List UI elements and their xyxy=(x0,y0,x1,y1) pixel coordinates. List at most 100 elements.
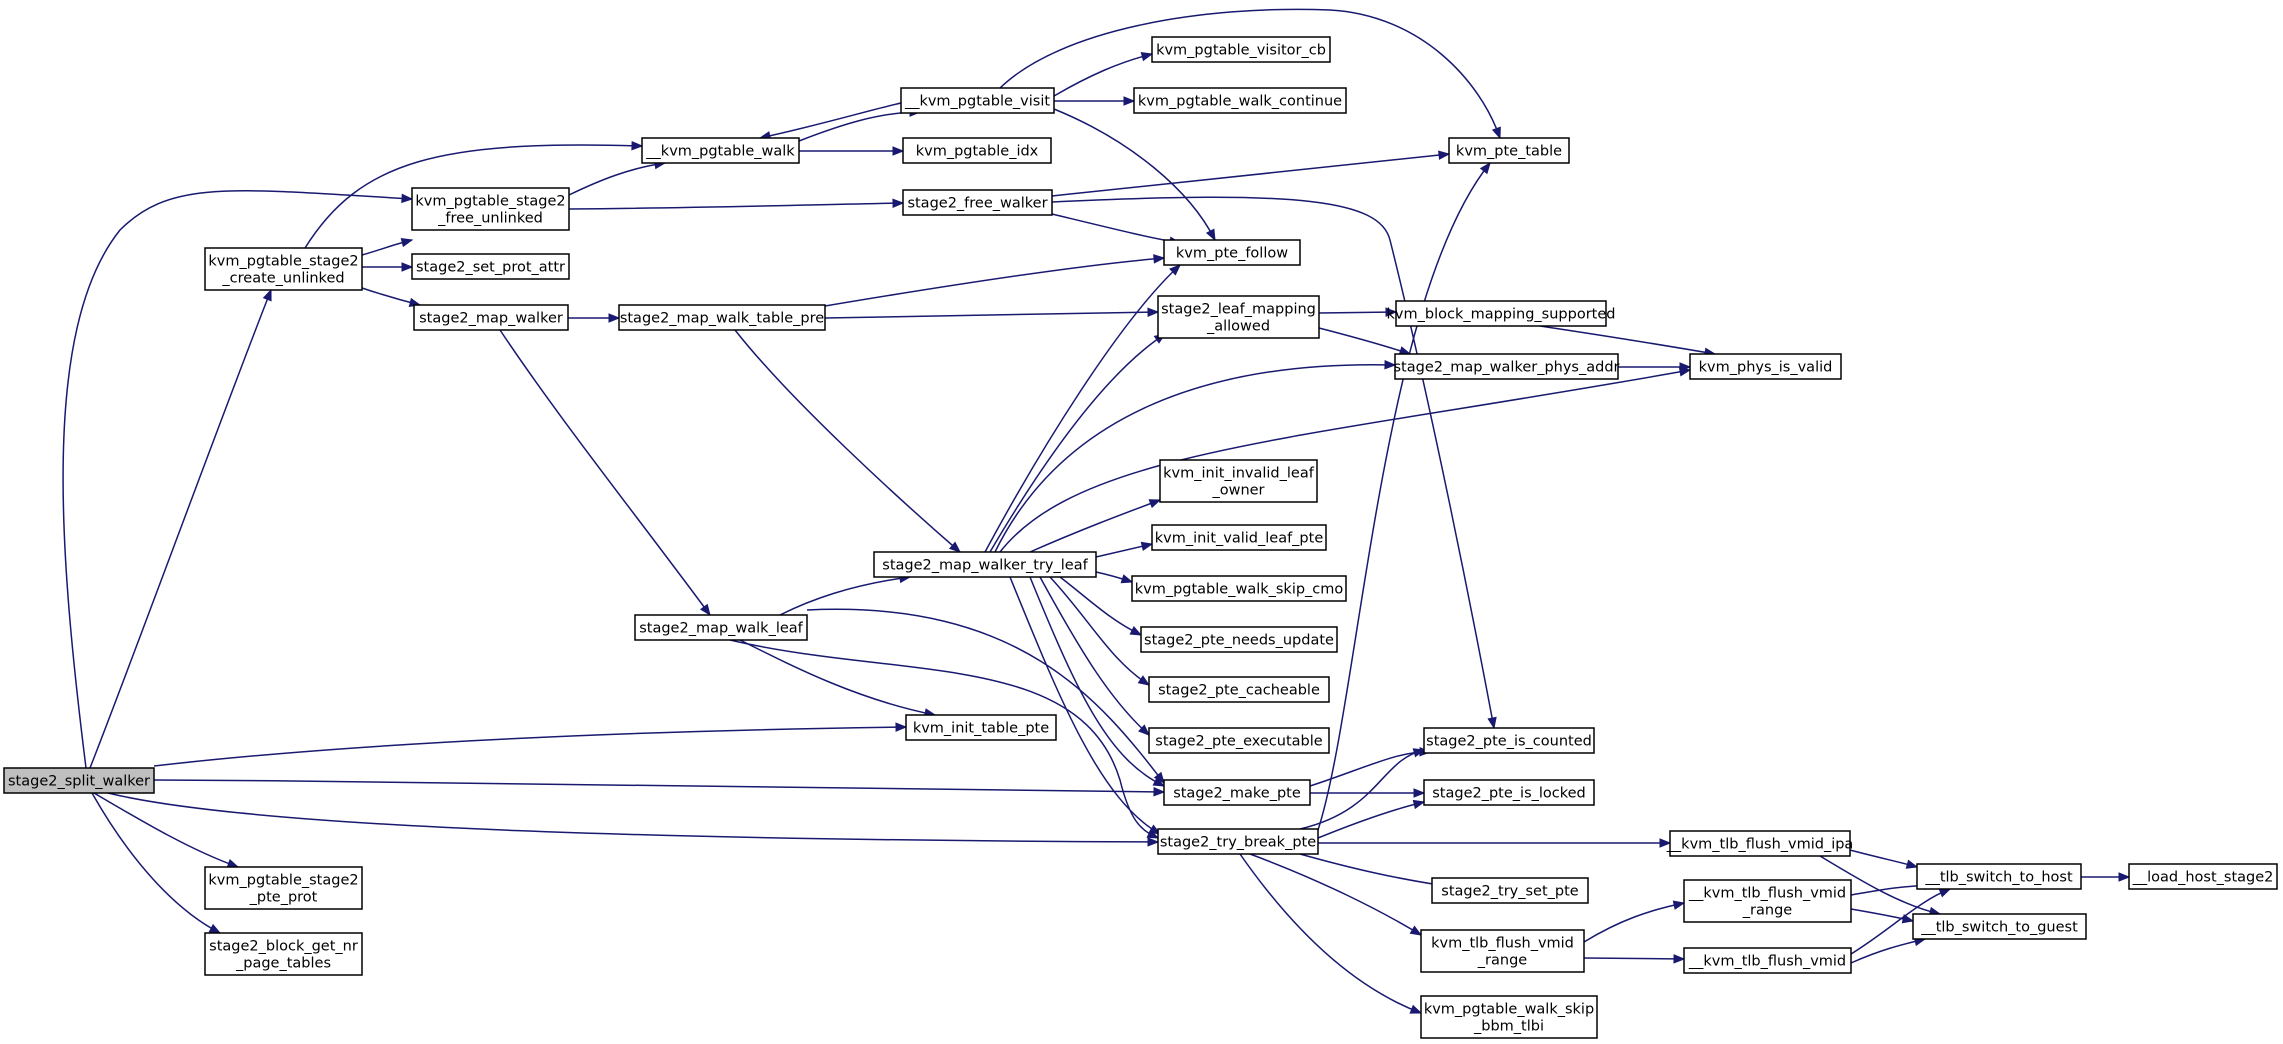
node-free-walker[interactable]: stage2_free_walker xyxy=(902,189,1053,216)
node-visitor-cb[interactable]: kvm_pgtable_visitor_cb xyxy=(1151,36,1331,63)
arrowhead xyxy=(1152,777,1166,787)
edge-try_leaf-to-invalid_leaf xyxy=(1029,499,1162,553)
node-map-walker[interactable]: stage2_map_walker xyxy=(413,304,569,331)
edge-line xyxy=(1318,327,1411,355)
node-free-unlinked[interactable]: kvm_pgtable_stage2_free_unlinked xyxy=(411,187,570,231)
edge-line xyxy=(93,792,239,868)
node-valid-leaf[interactable]: kvm_init_valid_leaf_pte xyxy=(1151,524,1327,551)
node-switch-host[interactable]: __tlb_switch_to_host xyxy=(1916,863,2082,890)
edge-line xyxy=(1051,213,1181,244)
node-label: stage2_make_pte xyxy=(1173,786,1301,802)
node-create[interactable]: kvm_pgtable_stage2_create_unlinked xyxy=(204,247,363,291)
node-make-pte[interactable]: stage2_make_pte xyxy=(1163,779,1311,806)
node-label: stage2_leaf_mapping xyxy=(1161,302,1316,318)
node-flush-vmid[interactable]: __kvm_tlb_flush_vmid xyxy=(1683,947,1852,974)
node-leaf-allowed[interactable]: stage2_leaf_mapping_allowed xyxy=(1157,295,1320,339)
edge-try_break-to-skip_bbm xyxy=(1239,853,1423,1014)
edge-line xyxy=(1299,749,1425,830)
node-invalid-leaf[interactable]: kvm_init_invalid_leaf_owner xyxy=(1159,459,1318,503)
edge-free_unlinked-to-walk xyxy=(568,159,667,196)
node-set-prot[interactable]: stage2_set_prot_attr xyxy=(411,253,570,280)
edge-line xyxy=(91,792,221,934)
edge-try_break-to-flush_range xyxy=(1249,853,1423,936)
edge-walk_table_pre-to-pte_follow xyxy=(824,254,1166,307)
edge-line xyxy=(759,102,902,139)
arrowhead xyxy=(1123,96,1136,106)
edge-try_leaf-to-needs_update xyxy=(1059,576,1143,636)
node-flush-range-int[interactable]: __kvm_tlb_flush_vmid_range xyxy=(1683,879,1852,923)
arrowhead xyxy=(948,541,962,553)
node-label: stage2_pte_is_counted xyxy=(1426,734,1592,750)
node-label: stage2_set_prot_attr xyxy=(416,260,565,276)
node-load-host[interactable]: __load_host_stage2 xyxy=(2128,863,2278,890)
arrowhead xyxy=(1412,748,1426,758)
node-box xyxy=(641,137,800,164)
node-needs-update[interactable]: stage2_pte_needs_update xyxy=(1140,626,1338,653)
node-walk-continue[interactable]: kvm_pgtable_walk_continue xyxy=(1133,87,1347,114)
node-switch-guest[interactable]: __tlb_switch_to_guest xyxy=(1912,913,2087,940)
node-walk-table-pre[interactable]: stage2_map_walk_table_pre xyxy=(618,304,826,331)
node-split[interactable]: stage2_split_walker xyxy=(3,767,155,794)
node-box xyxy=(1395,300,1607,327)
arrowhead xyxy=(1479,161,1491,175)
node-pte-table[interactable]: kvm_pte_table xyxy=(1448,137,1570,164)
node-label: stage2_pte_needs_update xyxy=(1144,633,1334,649)
node-label: _bbm_tlbi xyxy=(1473,1019,1544,1035)
node-visit[interactable]: __kvm_pgtable_visit xyxy=(900,87,1055,114)
arrowhead xyxy=(1905,859,1919,869)
node-cacheable[interactable]: stage2_pte_cacheable xyxy=(1148,676,1330,703)
arrowhead xyxy=(1413,788,1426,798)
edge-map_walker-to-walk_table_pre xyxy=(568,313,621,323)
node-flush-ipa[interactable]: __kvm_tlb_flush_vmid_ipa xyxy=(1666,830,1854,857)
node-box xyxy=(411,253,570,280)
node-box xyxy=(1669,830,1851,857)
edge-make_pte-to-is_locked xyxy=(1310,788,1426,798)
node-block-supported[interactable]: kvm_block_mapping_supported xyxy=(1387,300,1616,327)
node-box xyxy=(618,304,826,331)
node-label: __kvm_pgtable_walk xyxy=(645,144,795,160)
node-label: kvm_pgtable_idx xyxy=(916,144,1039,160)
node-idx[interactable]: kvm_pgtable_idx xyxy=(902,137,1052,164)
node-is-locked[interactable]: stage2_pte_is_locked xyxy=(1423,779,1595,806)
edge-visit-to-pte_table xyxy=(999,8,1501,140)
edge-try_leaf-to-leaf_allowed xyxy=(989,333,1167,553)
node-label: kvm_tlb_flush_vmid xyxy=(1431,936,1574,952)
arrowhead xyxy=(1140,541,1154,551)
node-try-leaf[interactable]: stage2_map_walker_try_leaf xyxy=(873,551,1097,578)
node-phys-valid[interactable]: kvm_phys_is_valid xyxy=(1689,353,1842,380)
edge-flush_ipa-to-switch_host xyxy=(1849,849,1919,869)
node-pte-follow[interactable]: kvm_pte_follow xyxy=(1163,239,1301,266)
edge-line xyxy=(806,608,1165,784)
node-is-counted[interactable]: stage2_pte_is_counted xyxy=(1423,727,1595,754)
node-nr-page-tables[interactable]: stage2_block_get_nr_page_tables xyxy=(204,932,363,976)
node-init-table[interactable]: kvm_init_table_pte xyxy=(905,714,1057,741)
edge-try_break-to-pte_table xyxy=(1317,161,1491,831)
node-skip-bbm[interactable]: kvm_pgtable_walk_skip_bbm_tlbi xyxy=(1420,995,1598,1039)
arrowhead xyxy=(1659,838,1672,848)
arrowhead xyxy=(631,140,644,151)
node-try-set[interactable]: stage2_try_set_pte xyxy=(1431,877,1589,904)
node-walk[interactable]: __kvm_pgtable_walk xyxy=(641,137,800,164)
arrowhead xyxy=(208,923,222,934)
node-box xyxy=(1133,87,1347,114)
node-box xyxy=(204,866,363,910)
node-skip-cmo[interactable]: kvm_pgtable_walk_skip_cmo xyxy=(1131,575,1347,602)
node-flush-range[interactable]: kvm_tlb_flush_vmid_range xyxy=(1420,929,1585,973)
arrowhead xyxy=(608,313,621,323)
arrowhead xyxy=(1146,829,1160,839)
node-label: kvm_pte_table xyxy=(1456,144,1562,160)
node-stage2-pte-prot[interactable]: kvm_pgtable_stage2_pte_prot xyxy=(204,866,363,910)
edge-split-to-make_pte xyxy=(153,779,1166,797)
edge-free_walker-to-pte_table xyxy=(1051,150,1451,197)
edge-line xyxy=(984,264,1181,553)
edge-try_leaf-to-make_pte xyxy=(1029,576,1166,787)
node-phys-addr[interactable]: stage2_map_walker_phys_addr xyxy=(1393,353,1620,380)
edge-line xyxy=(153,779,1165,793)
edge-line xyxy=(1009,576,1161,835)
edge-line xyxy=(1539,325,1716,355)
node-executable[interactable]: stage2_pte_executable xyxy=(1148,727,1330,754)
node-walk-leaf[interactable]: stage2_map_walk_leaf xyxy=(634,614,808,641)
node-try-break[interactable]: stage2_try_break_pte xyxy=(1157,828,1319,855)
node-box xyxy=(1151,524,1327,551)
node-label: stage2_map_walker_phys_addr xyxy=(1393,360,1619,376)
